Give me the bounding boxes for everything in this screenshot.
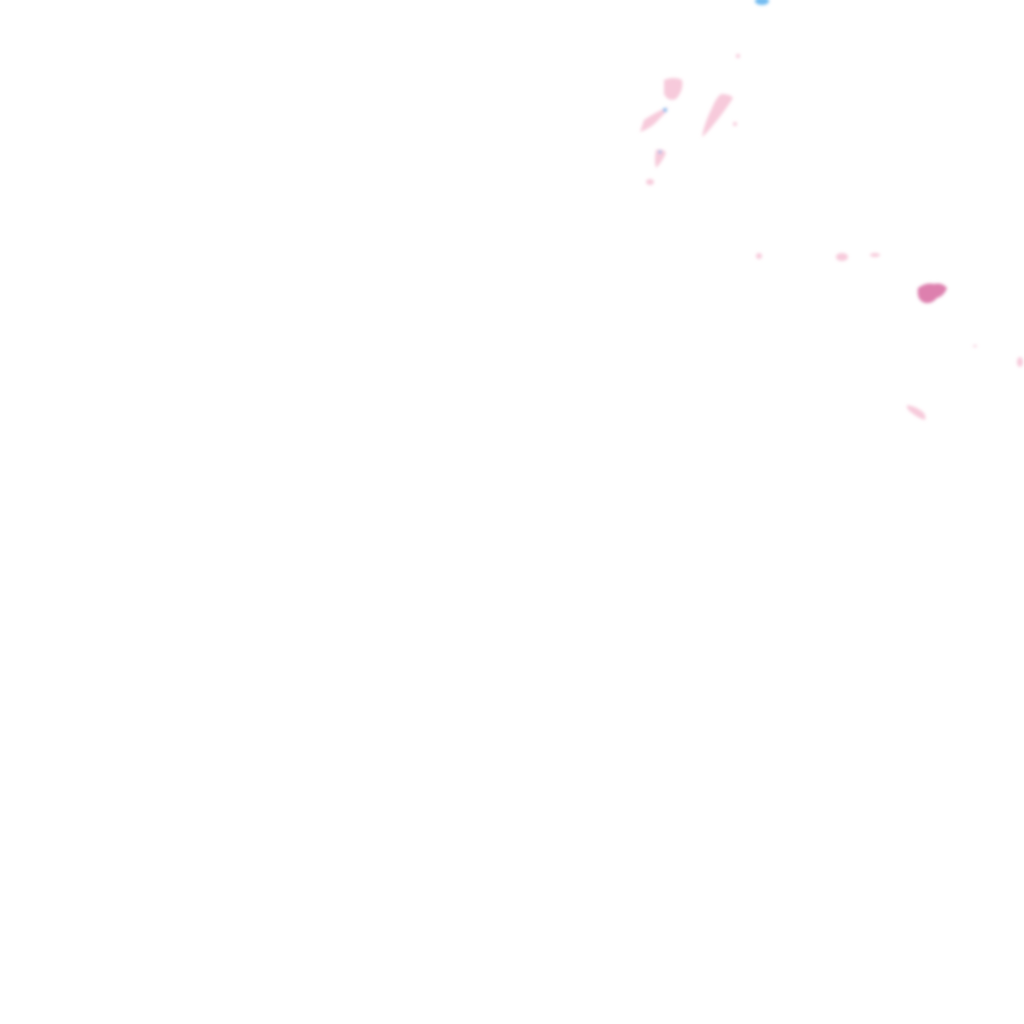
- precip-echo: [755, 0, 769, 5]
- precip-echo: [664, 78, 683, 100]
- precip-echo: [733, 122, 737, 126]
- precip-echo: [870, 253, 880, 257]
- precip-echo: [973, 345, 977, 347]
- precip-echo: [1017, 357, 1023, 367]
- precip-echo: [646, 179, 654, 185]
- precip-echo: [640, 107, 668, 132]
- precip-echo: [756, 253, 762, 259]
- precip-echo: [658, 150, 662, 154]
- precip-echo: [836, 253, 848, 261]
- precip-echo: [702, 94, 733, 137]
- precip-echo: [736, 54, 740, 58]
- precip-echo: [655, 149, 666, 168]
- precip-echo: [906, 405, 926, 420]
- precip-echo: [917, 283, 947, 304]
- precip-echo: [663, 108, 667, 112]
